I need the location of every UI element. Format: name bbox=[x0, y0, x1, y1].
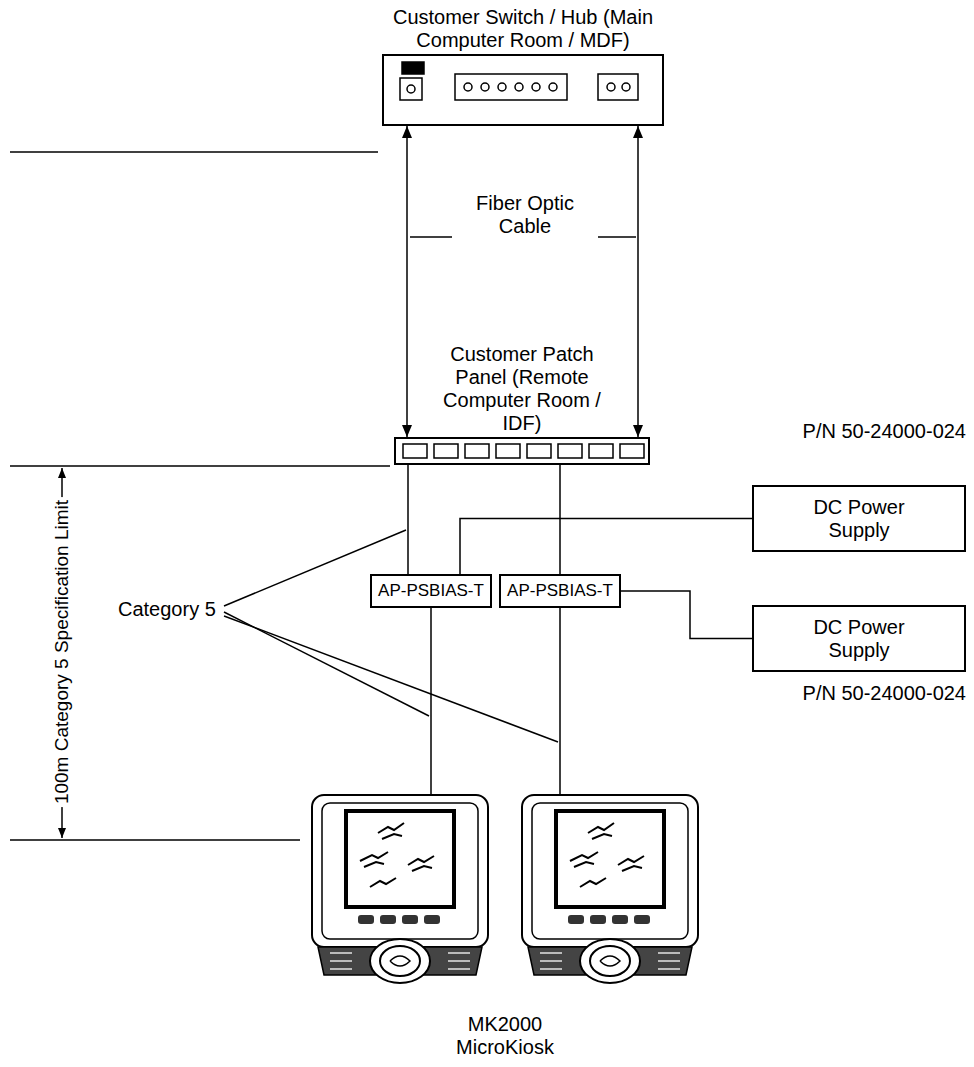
reference-lines bbox=[10, 465, 390, 467]
switch-ports bbox=[532, 83, 540, 91]
patch-panel-ports bbox=[589, 444, 613, 458]
switch-ports bbox=[455, 74, 567, 100]
cable-link bbox=[559, 608, 561, 795]
node-label: Customer Switch / Hub (Main Computer Roo… bbox=[378, 6, 668, 52]
cable-link bbox=[460, 519, 752, 575]
switch-ports bbox=[481, 83, 489, 91]
kiosk-group: MK2000 MicroKiosk bbox=[300, 795, 710, 1063]
cable-link bbox=[407, 465, 409, 574]
reference-lines bbox=[10, 151, 378, 153]
dimension-label: 100m Category 5 Specification Limit bbox=[51, 497, 73, 807]
switch-ports bbox=[402, 62, 424, 74]
switch-hub: Customer Switch / Hub (Main Computer Roo… bbox=[382, 54, 664, 126]
reference-lines bbox=[10, 152, 390, 840]
fiber-optic-link bbox=[637, 126, 639, 437]
bias-tee-box: AP-PSBIAS-T bbox=[370, 574, 492, 608]
patch-panel-ports bbox=[403, 444, 644, 458]
switch-ports bbox=[400, 78, 422, 100]
switch-ports bbox=[464, 83, 472, 91]
fiber-optic-link bbox=[406, 126, 408, 437]
switch-ports bbox=[515, 83, 523, 91]
node-label: DC Power Supply bbox=[804, 496, 914, 542]
node-label: AP-PSBIAS-T bbox=[507, 581, 613, 601]
node-label: Customer Patch Panel (Remote Computer Ro… bbox=[422, 343, 622, 435]
switch-ports bbox=[549, 83, 557, 91]
kiosk-left bbox=[312, 795, 488, 983]
switch-ports bbox=[400, 62, 638, 100]
switch-ports bbox=[498, 83, 506, 91]
switch-ports bbox=[407, 85, 415, 93]
patch-panel-ports bbox=[465, 444, 489, 458]
node-label: MK2000 MicroKiosk bbox=[435, 1013, 575, 1059]
patch-panel: Customer Patch Panel (Remote Computer Ro… bbox=[394, 437, 650, 465]
patch-panel-ports bbox=[403, 444, 427, 458]
kiosk-right bbox=[522, 795, 698, 983]
power-supply-box: DC Power Supply bbox=[752, 485, 966, 552]
patch-panel-ports bbox=[527, 444, 551, 458]
category5-leaders bbox=[224, 530, 558, 742]
cable-link bbox=[430, 608, 432, 795]
reference-lines bbox=[10, 839, 300, 841]
part-number: P/N 50-24000-024 bbox=[760, 420, 966, 443]
category5-leaders bbox=[224, 616, 558, 742]
patch-panel-ports bbox=[434, 444, 458, 458]
cable-label: Fiber Optic Cable bbox=[452, 192, 598, 238]
patch-panel-ports bbox=[558, 444, 582, 458]
cable-type-label: Category 5 bbox=[118, 598, 216, 621]
patch-panel-ports bbox=[496, 444, 520, 458]
part-number: P/N 50-24000-024 bbox=[760, 682, 966, 705]
switch-ports bbox=[607, 83, 615, 91]
switch-ports bbox=[598, 74, 638, 100]
cable-link bbox=[559, 465, 561, 574]
bias-tee-box: AP-PSBIAS-T bbox=[499, 574, 621, 608]
node-label: DC Power Supply bbox=[804, 616, 914, 662]
connectors bbox=[407, 126, 752, 795]
switch-ports bbox=[622, 83, 630, 91]
node-label: AP-PSBIAS-T bbox=[378, 581, 484, 601]
power-supply-box: DC Power Supply bbox=[752, 605, 966, 672]
patch-panel-ports bbox=[620, 444, 644, 458]
cable-link bbox=[621, 591, 752, 639]
